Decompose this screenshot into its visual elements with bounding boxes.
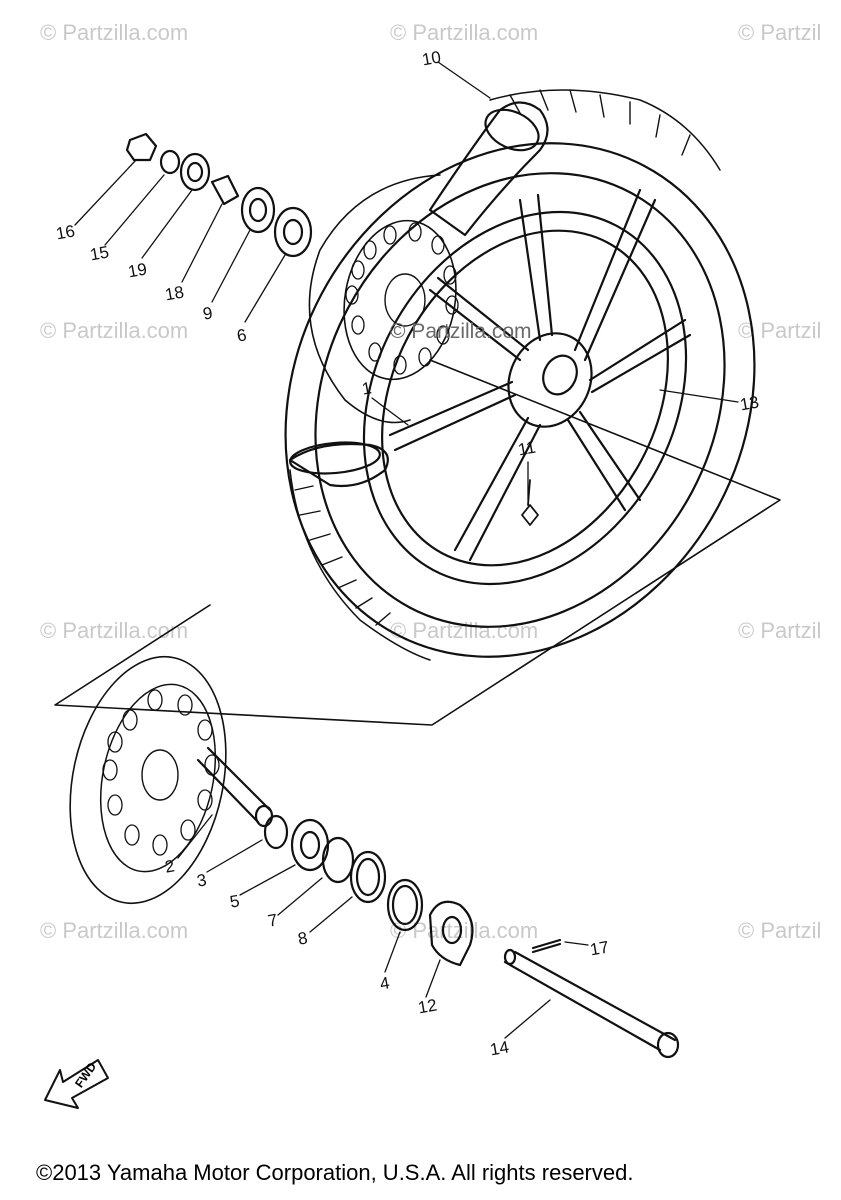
tire-section-top bbox=[428, 101, 549, 237]
watermark: © Partzilla.com bbox=[40, 318, 189, 343]
tire-section-bottom bbox=[288, 442, 389, 488]
fwd-arrow bbox=[44, 1059, 109, 1109]
callout-14: 14 bbox=[488, 1037, 511, 1060]
tread-top bbox=[489, 89, 721, 171]
spoke bbox=[453, 416, 542, 562]
watermark-center: © Partzilla.com bbox=[390, 320, 532, 343]
callout-15: 15 bbox=[88, 242, 111, 265]
watermark: © Partzilla.com bbox=[390, 20, 539, 45]
hub-center bbox=[542, 354, 578, 396]
axle bbox=[503, 950, 677, 1052]
hub-flange bbox=[507, 332, 593, 428]
spacer-ring bbox=[263, 814, 289, 850]
meter-gear-unit bbox=[428, 900, 474, 967]
spoke bbox=[518, 193, 554, 342]
tire-outer bbox=[284, 142, 756, 658]
tire-inner bbox=[314, 172, 726, 628]
copyright-text: ©2013 Yamaha Motor Corporation, U.S.A. A… bbox=[36, 1160, 634, 1185]
spoke bbox=[573, 188, 657, 362]
watermark: © Partzilla.com bbox=[40, 918, 189, 943]
callout-11: 11 bbox=[516, 437, 538, 460]
callout-18: 18 bbox=[163, 282, 186, 305]
bearing bbox=[273, 206, 313, 258]
watermark: © Partzil bbox=[738, 20, 822, 45]
callout-17: 17 bbox=[588, 937, 611, 960]
circlip bbox=[321, 836, 355, 884]
spoke bbox=[566, 410, 642, 512]
callout-12: 12 bbox=[416, 995, 439, 1018]
oil-seal bbox=[349, 850, 387, 904]
callout-19: 19 bbox=[126, 259, 149, 282]
rim-inner bbox=[381, 229, 669, 567]
callout-10: 10 bbox=[420, 47, 443, 70]
cotter-pin bbox=[531, 938, 562, 954]
spoke bbox=[388, 380, 517, 452]
spacer bbox=[210, 174, 240, 206]
ring bbox=[386, 878, 424, 932]
collar bbox=[196, 746, 272, 824]
valve bbox=[521, 479, 539, 526]
washer bbox=[159, 149, 181, 175]
brake-disc-lower bbox=[69, 655, 227, 905]
callout-13: 13 bbox=[738, 392, 761, 415]
guide-plane bbox=[54, 359, 781, 726]
watermark: © Partzilla.com bbox=[40, 20, 189, 45]
watermark: © Partzil bbox=[738, 918, 822, 943]
nut bbox=[125, 132, 158, 162]
watermark: © Partzilla.com bbox=[390, 918, 539, 943]
rim bbox=[362, 210, 688, 586]
bearing bbox=[240, 186, 276, 234]
watermark: © Partzil bbox=[738, 618, 822, 643]
watermark: © Partzilla.com bbox=[40, 618, 189, 643]
watermark: © Partzilla.com bbox=[390, 618, 539, 643]
spoke bbox=[588, 318, 692, 394]
tread-bottom bbox=[289, 469, 431, 661]
oil-seal bbox=[179, 152, 211, 192]
callout-16: 16 bbox=[54, 221, 77, 244]
brake-disc-upper bbox=[308, 174, 441, 424]
spoke bbox=[428, 276, 530, 362]
